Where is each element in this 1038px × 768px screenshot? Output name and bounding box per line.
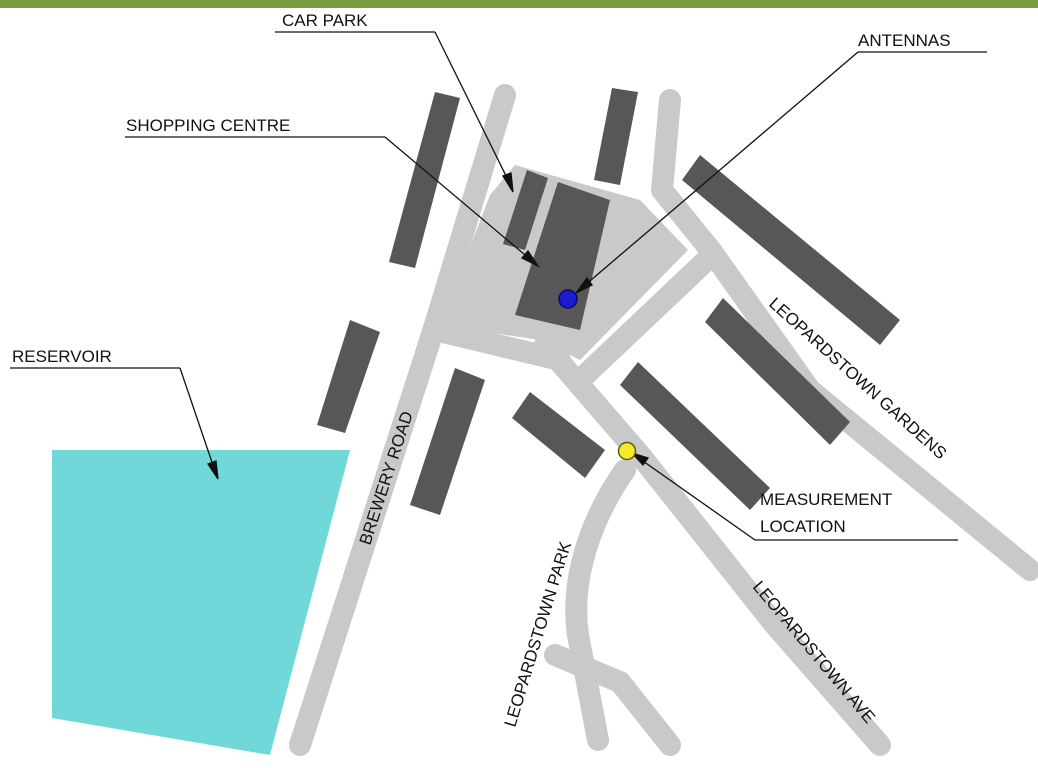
building (317, 320, 380, 433)
leopardstown-park-road (565, 459, 636, 751)
label-shopping-centre: SHOPPING CENTRE (126, 116, 290, 135)
label-antennas: ANTENNAS (858, 31, 951, 50)
shopping-centre-arrow (520, 249, 540, 268)
reservoir-area (52, 450, 350, 755)
yellow-dot-icon (617, 441, 637, 461)
measurement-arrow (629, 451, 650, 467)
label-measurement-line2: LOCATION (760, 517, 846, 536)
building (503, 170, 548, 250)
label-measurement-line1: MEASUREMENT (760, 490, 892, 509)
reservoir-leader (179, 367, 218, 478)
label-reservoir: RESERVOIR (12, 347, 112, 366)
top-border-bar (0, 0, 1038, 8)
building (410, 368, 485, 515)
leopardstown-ave-road (534, 334, 891, 756)
building (682, 155, 900, 345)
building (705, 298, 850, 445)
label-car-park: CAR PARK (282, 11, 368, 30)
measurement-leader (632, 453, 756, 541)
blue-dot-icon (558, 289, 578, 309)
shopping-centre-building (515, 182, 610, 330)
reservoir-arrow (207, 460, 219, 480)
building (512, 392, 605, 478)
building (389, 92, 460, 268)
building (620, 362, 770, 510)
connector-road (569, 244, 723, 391)
car-park-arrow (502, 172, 514, 193)
road-label-brewery: BREWERY ROAD (356, 409, 417, 547)
antennas-leader (576, 51, 859, 293)
car-park-leader (434, 31, 514, 191)
leopardstown-park-branch (544, 644, 681, 756)
shopping-centre-leader (384, 136, 538, 266)
road-label-leopardstown-ave: LEOPARDSTOWN AVE (749, 577, 879, 727)
road-label-leopardstown-park: LEOPARDSTOWN PARK (501, 539, 576, 729)
antennas-arrow (575, 276, 593, 294)
building (594, 88, 638, 185)
